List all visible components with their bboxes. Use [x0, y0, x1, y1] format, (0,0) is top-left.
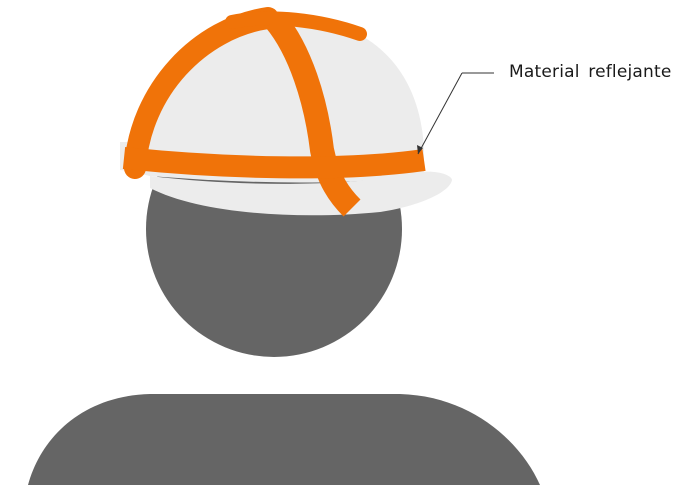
- callout-label: Material reflejante: [509, 61, 672, 83]
- torso-shape: [28, 394, 540, 485]
- hard-hat-icon: [120, 18, 452, 215]
- reflective-band-horizontal: [124, 158, 424, 167]
- callout-leader: [417, 73, 494, 154]
